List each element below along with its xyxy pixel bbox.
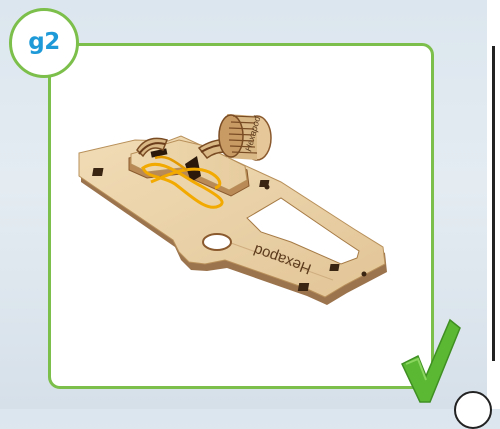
- illustration-card: Hexapod Hexapod: [48, 43, 434, 389]
- wooden-model-illustration: Hexapod Hexapod: [51, 46, 434, 389]
- divider-line: [492, 46, 495, 361]
- gear-knob: Hexapod: [219, 114, 271, 160]
- checkmark-icon: [398, 318, 462, 406]
- step-label: g2: [28, 29, 59, 55]
- step-badge: g2: [9, 8, 79, 78]
